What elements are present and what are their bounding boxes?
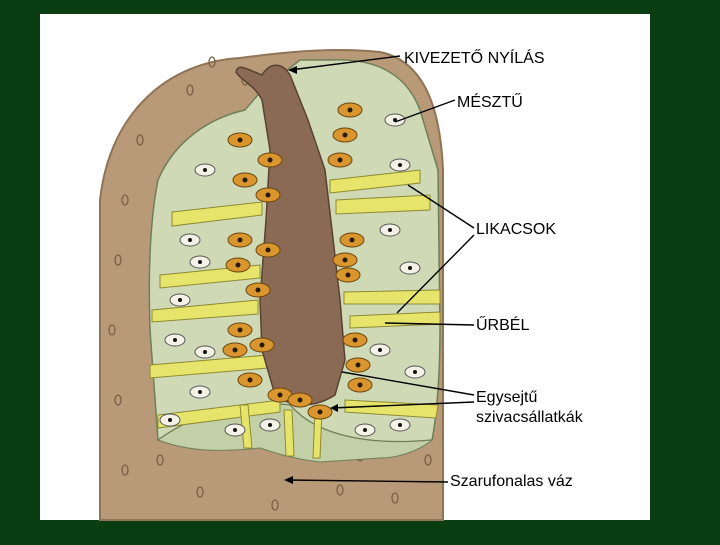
cell-nucleus: [355, 362, 361, 368]
amoebocyte-nucleus: [178, 298, 182, 302]
amoebocyte-nucleus: [408, 266, 412, 270]
cell-nucleus: [349, 237, 355, 243]
bottom-canals: [239, 404, 323, 459]
cell-nucleus: [297, 397, 303, 403]
amoebocyte-nucleus: [398, 163, 402, 167]
label-likacsok: LIKACSOK: [476, 221, 557, 238]
cell-nucleus: [247, 377, 253, 383]
amoebocyte-nucleus: [233, 428, 237, 432]
cell-nucleus: [255, 287, 261, 293]
cell-nucleus: [235, 262, 241, 268]
label-urbel: ŰRBÉL: [476, 317, 530, 334]
cell-nucleus: [345, 272, 351, 278]
cell-nucleus: [237, 327, 243, 333]
label-kivezeto-nyilas: KIVEZETŐ NYÍLÁS: [404, 50, 545, 67]
cell-nucleus: [352, 337, 358, 343]
label-egysejtu-line1: Egysejtű: [476, 389, 538, 406]
amoebocyte-nucleus: [203, 168, 207, 172]
pointer-arrowheads: [284, 66, 338, 484]
amoebocytes: [159, 113, 426, 437]
cell-nucleus: [232, 347, 238, 353]
label-egysejtu-line2: szivacsállatkák: [476, 409, 583, 426]
cell-nucleus: [342, 257, 348, 263]
choanocytes: [222, 102, 373, 420]
cell-nucleus: [237, 137, 243, 143]
cell-nucleus: [242, 177, 248, 183]
amoebocyte-nucleus: [268, 423, 272, 427]
amoebocyte-nucleus: [173, 338, 177, 342]
amoebocyte-nucleus: [413, 370, 417, 374]
cell-nucleus: [342, 132, 348, 138]
amoebocyte-nucleus: [188, 238, 192, 242]
cell-nucleus: [265, 247, 271, 253]
cell-nucleus: [277, 392, 283, 398]
pointer-lines: [285, 55, 475, 483]
cell-nucleus: [265, 192, 271, 198]
amoebocyte-nucleus: [388, 228, 392, 232]
amoebocyte-nucleus: [203, 350, 207, 354]
amoebocyte-nucleus: [398, 423, 402, 427]
label-mesztu: MÉSZTŰ: [457, 94, 523, 111]
body-pores: [108, 56, 432, 511]
label-szarufonalas-vaz: Szarufonalas váz: [450, 473, 573, 490]
cell-nucleus: [317, 409, 323, 415]
left-canals: [149, 201, 281, 429]
cell-nucleus: [267, 157, 273, 163]
cell-nucleus: [337, 157, 343, 163]
amoebocyte-nucleus: [363, 428, 367, 432]
amoebocyte-nucleus: [198, 390, 202, 394]
cell-nucleus: [237, 237, 243, 243]
cell-nucleus: [357, 382, 363, 388]
cell-nucleus: [259, 342, 265, 348]
amoebocyte-nucleus: [198, 260, 202, 264]
amoebocyte-nucleus: [378, 348, 382, 352]
cell-nucleus: [347, 107, 353, 113]
amoebocyte-nucleus: [168, 418, 172, 422]
